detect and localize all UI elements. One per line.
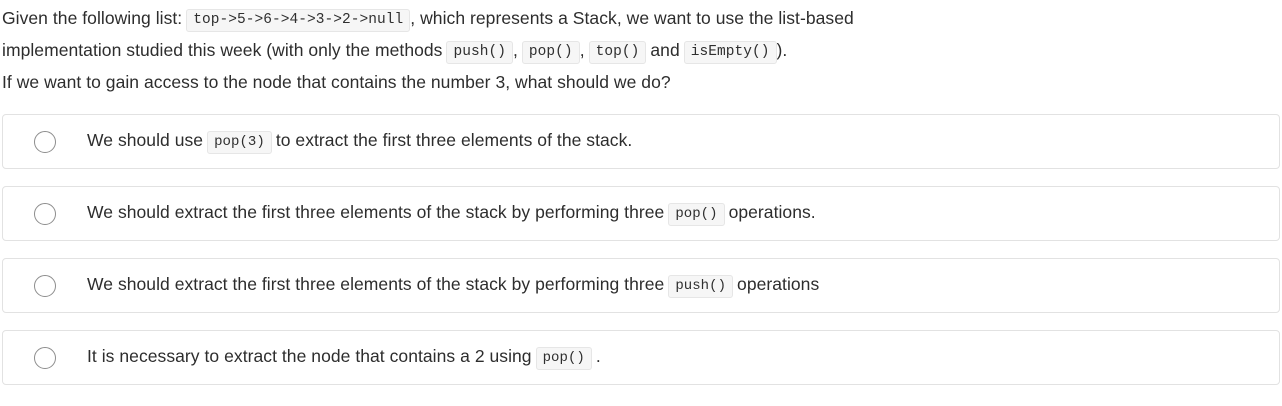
question-line-2: implementation studied this week (with o…	[2, 36, 1266, 68]
question-conjunction: and	[650, 40, 680, 60]
question-line-2-after: ).	[776, 40, 788, 60]
code-chip-isempty: isEmpty()	[683, 41, 777, 64]
question-prompt: Given the following list:top->5->6->4->3…	[0, 0, 1268, 97]
question-separator-1: ,	[513, 40, 518, 60]
question-line-1-before: Given the following list:	[2, 8, 183, 28]
code-chip-option-1: pop(3)	[207, 131, 272, 154]
option-3-text-before: We should extract the first three elemen…	[87, 274, 665, 294]
code-chip-option-4: pop()	[535, 347, 592, 370]
code-chip-option-2: pop()	[668, 203, 725, 226]
code-chip-option-3: push()	[668, 275, 734, 298]
answer-option-3-label: We should extract the first three elemen…	[87, 272, 819, 299]
option-4-text-before: It is necessary to extract the node that…	[87, 346, 532, 366]
option-2-text-after: operations.	[728, 202, 816, 222]
question-line-2-before: implementation studied this week (with o…	[2, 40, 443, 60]
question-line-1: Given the following list:top->5->6->4->3…	[2, 4, 1266, 36]
question-line-3: If we want to gain access to the node th…	[2, 72, 671, 92]
radio-button-icon-2[interactable]	[34, 202, 56, 225]
option-1-text-before: We should use	[87, 130, 204, 150]
option-1-text-after: to extract the first three elements of t…	[275, 130, 633, 150]
answer-option-2-label: We should extract the first three elemen…	[87, 200, 816, 227]
code-chip-top: top()	[588, 41, 647, 64]
code-chip-push: push()	[446, 41, 513, 64]
radio-button-icon-1[interactable]	[34, 130, 56, 153]
answer-option-3[interactable]: We should extract the first three elemen…	[2, 258, 1280, 313]
answer-option-4[interactable]: It is necessary to extract the node that…	[2, 330, 1280, 385]
option-4-text-after: .	[595, 346, 601, 366]
question-line-1-after: , which represents a Stack, we want to u…	[410, 8, 854, 28]
code-chip-pop: pop()	[521, 41, 580, 64]
answer-option-4-label: It is necessary to extract the node that…	[87, 344, 601, 371]
option-2-text-before: We should extract the first three elemen…	[87, 202, 665, 222]
radio-button-icon-3[interactable]	[34, 274, 56, 297]
radio-button-icon-4[interactable]	[34, 346, 56, 369]
option-3-text-after: operations	[737, 274, 820, 294]
question-separator-2: ,	[579, 40, 585, 60]
answer-option-2[interactable]: We should extract the first three elemen…	[2, 186, 1280, 241]
code-chip-list: top->5->6->4->3->2->null	[186, 9, 411, 32]
